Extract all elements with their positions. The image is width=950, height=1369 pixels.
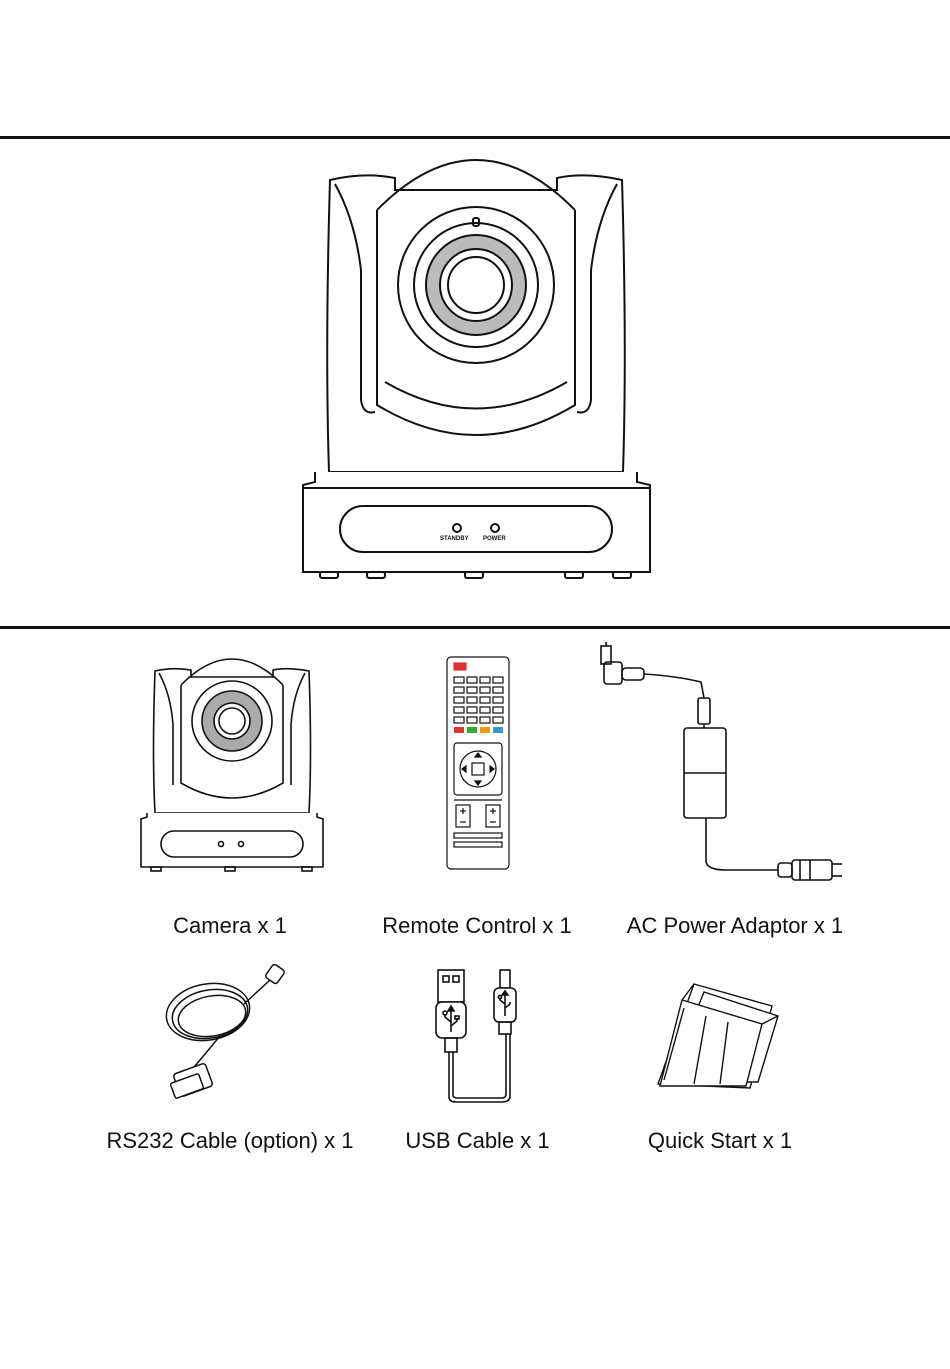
item-caption-ac-adaptor: AC Power Adaptor x 1 bbox=[612, 913, 858, 939]
power-label: POWER bbox=[483, 536, 506, 542]
rs232-cable-illustration bbox=[160, 960, 300, 1110]
item-caption-quick-start: Quick Start x 1 bbox=[635, 1128, 805, 1154]
item-caption-rs232: RS232 Cable (option) x 1 bbox=[95, 1128, 365, 1154]
camera-illustration bbox=[137, 655, 327, 873]
top-divider bbox=[0, 136, 950, 139]
item-caption-camera: Camera x 1 bbox=[130, 913, 330, 939]
quick-start-booklet-illustration bbox=[654, 980, 788, 1090]
item-caption-remote: Remote Control x 1 bbox=[372, 913, 582, 939]
mid-divider bbox=[0, 626, 950, 629]
item-caption-usb: USB Cable x 1 bbox=[395, 1128, 560, 1154]
usb-cable-illustration bbox=[432, 960, 524, 1110]
ac-power-adaptor-illustration bbox=[596, 642, 846, 882]
remote-control-illustration bbox=[445, 655, 511, 871]
camera-front-illustration: STANDBY POWER bbox=[295, 150, 657, 582]
standby-label: STANDBY bbox=[440, 536, 469, 542]
